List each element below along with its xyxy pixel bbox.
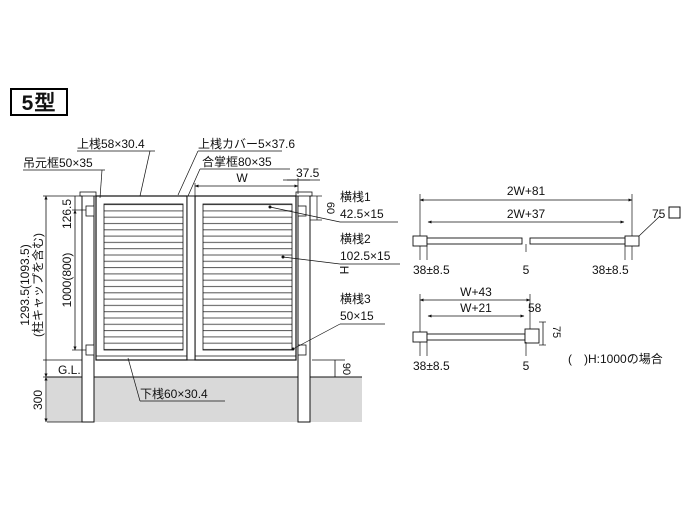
left-post-cap — [79, 191, 97, 197]
plan-double-post: 75 — [652, 207, 666, 221]
meeting-frame — [186, 195, 196, 361]
square-post-icon — [668, 206, 681, 219]
plan-single-right-gap: 5 — [523, 359, 530, 373]
right-post — [297, 194, 311, 423]
plan-single-outer: W+43 — [460, 285, 492, 299]
plan-single-inner: W+21 — [460, 301, 492, 315]
plan-double-inner: 2W+37 — [507, 207, 546, 221]
rail1-name: 横桟1 — [340, 190, 371, 204]
plan-double-right-gap: 38±8.5 — [592, 263, 629, 277]
rail2-size: 102.5×15 — [340, 249, 391, 263]
dim-60: 60 — [324, 202, 336, 214]
left-louvers — [103, 203, 184, 351]
right-louvers — [202, 203, 293, 351]
right-post-cap — [295, 191, 313, 197]
type-badge: 5型 — [10, 88, 68, 116]
meeting-frame-label: 合掌框80×35 — [202, 154, 272, 169]
height-note: ( )H:1000の場合 — [568, 351, 663, 366]
dim-overall-note: (柱キャップを含む) — [30, 233, 45, 337]
rail3-name: 横桟3 — [340, 292, 371, 306]
hinge-icon — [85, 344, 95, 356]
bottom-rail-label: 下桟60×30.4 — [140, 387, 208, 401]
hinge-icon — [297, 205, 307, 217]
top-rail-label: 上桟58×30.4 — [77, 137, 145, 151]
rail3-size: 50×15 — [340, 309, 374, 323]
dim-w: W — [236, 171, 248, 185]
dim-90: 90 — [340, 363, 352, 375]
dim-h: H — [337, 266, 351, 275]
hanging-frame-label: 吊元框50×35 — [23, 156, 93, 170]
dim-37-5: 37.5 — [296, 166, 320, 180]
hinge-icon — [85, 205, 95, 217]
plan-single-75: 75 — [550, 326, 562, 338]
gl-label: G.L. — [58, 363, 81, 377]
plan-single-gate: W+43 W+21 58 75 38±8.5 5 — [412, 285, 562, 373]
plan-single-left-gap: 38±8.5 — [413, 359, 450, 373]
plan-double-center-gap: 5 — [523, 263, 530, 277]
left-post — [81, 194, 95, 423]
top-rail-cover-label: 上桟カバー5×37.6 — [198, 137, 295, 151]
plan-double-left-gap: 38±8.5 — [413, 263, 450, 277]
plan-single-58: 58 — [528, 301, 542, 315]
dim-1000: 1000(800) — [60, 253, 74, 308]
dim-126-5: 126.5 — [60, 199, 74, 229]
hinge-icon — [297, 344, 307, 356]
dim-300: 300 — [31, 390, 45, 410]
rail1-size: 42.5×15 — [340, 207, 384, 221]
rail2-name: 横桟2 — [340, 232, 371, 246]
plan-double-gate: 2W+81 2W+37 75 38±8.5 5 38±8.5 — [412, 184, 681, 277]
dim-overall: 1293.5(1093.5) — [18, 244, 32, 325]
plan-double-outer: 2W+81 — [507, 184, 546, 198]
